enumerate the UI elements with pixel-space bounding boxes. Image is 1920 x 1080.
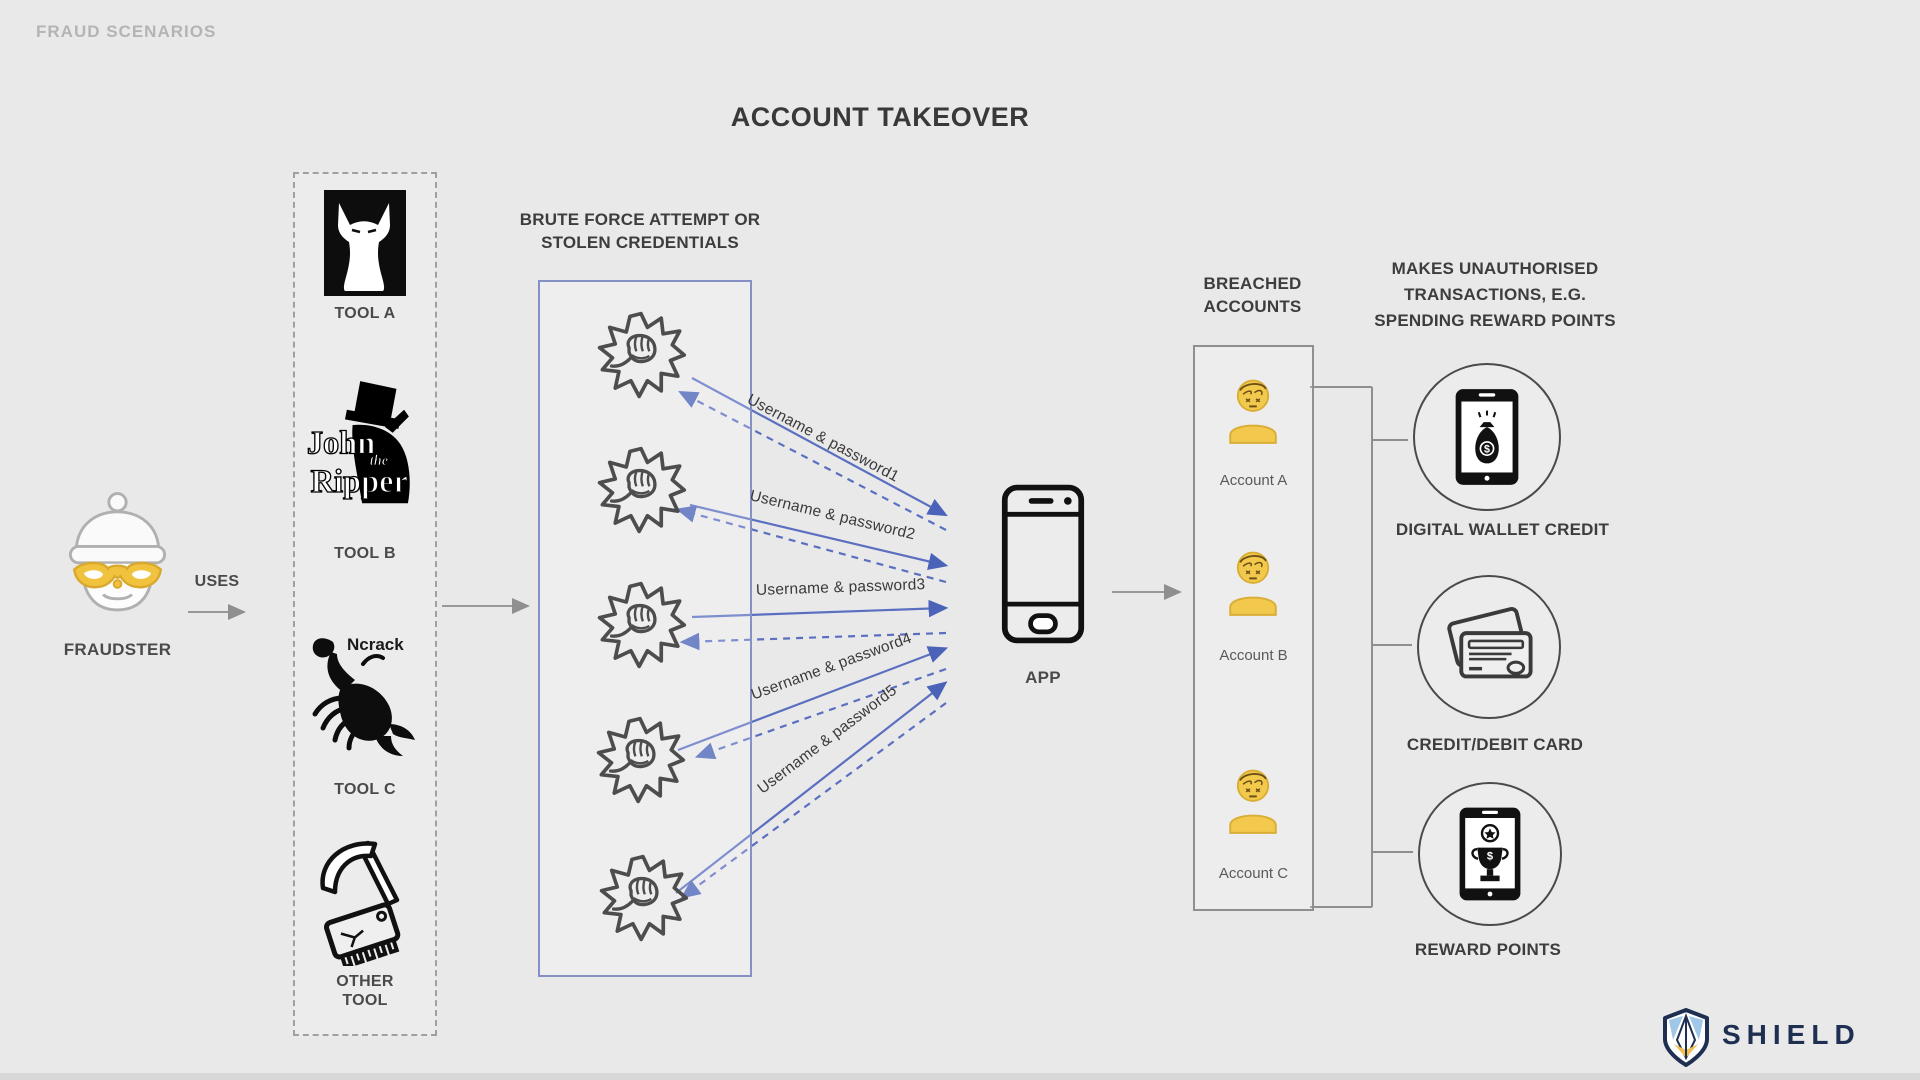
burst-fist-icon — [595, 309, 687, 401]
reward-points-circle: $ — [1418, 782, 1562, 926]
bottom-edge-strip — [0, 1073, 1920, 1080]
burst-fist-icon — [595, 444, 687, 536]
svg-text:Ncrack: Ncrack — [347, 635, 404, 654]
user-avatar-icon — [1215, 539, 1291, 633]
breached-heading-line2: ACCOUNTS — [1203, 297, 1302, 316]
svg-text:$: $ — [1487, 851, 1494, 863]
tool-c-label: TOOL C — [334, 781, 396, 798]
outcomes-heading-line2: TRANSACTIONS, E.G. — [1403, 285, 1587, 304]
account-b-label: Account B — [1219, 647, 1288, 664]
brand-name: SHIELD — [1722, 1019, 1861, 1050]
credit-cards-icon — [1447, 607, 1533, 679]
svg-text:John: John — [307, 426, 375, 462]
fraudster-label: FRAUDSTER — [63, 640, 172, 659]
reward-points-label: REWARD POINTS — [1414, 940, 1562, 959]
svg-text:Ripper: Ripper — [311, 464, 408, 500]
credit-card-label: CREDIT/DEBIT CARD — [1406, 735, 1584, 754]
smartphone-icon — [1001, 484, 1085, 644]
digital-wallet-circle: $ — [1413, 363, 1561, 511]
user-avatar-icon — [1215, 757, 1291, 851]
app-label: APP — [1025, 668, 1061, 687]
svg-text:the: the — [370, 453, 389, 469]
outcomes-heading-line1: MAKES UNAUTHORISED — [1391, 259, 1599, 278]
burst-fist-icon — [594, 714, 686, 806]
trophy-phone-icon: $ — [1459, 807, 1521, 901]
digital-wallet-label: DIGITAL WALLET CREDIT — [1395, 520, 1610, 539]
tool-b-label: TOOL B — [334, 545, 396, 562]
john-the-ripper-icon: John the Ripper — [306, 381, 410, 504]
tools-panel: TOOL A John the Ripper TOOL B Ncrack TOO… — [293, 172, 437, 1036]
ncrack-scorpion-icon: Ncrack — [312, 635, 415, 756]
burst-fist-icon — [597, 852, 689, 944]
burst-fist-icon — [595, 579, 687, 671]
page-title: ACCOUNT TAKEOVER — [730, 102, 1030, 132]
user-avatar-icon — [1215, 367, 1291, 461]
pickaxe-chip-icon — [320, 840, 401, 966]
outcomes-heading-line3: SPENDING REWARD POINTS — [1374, 311, 1616, 330]
tool-a-label: TOOL A — [334, 305, 396, 322]
brute-force-heading-line1: BRUTE FORCE ATTEMPT OR — [519, 210, 761, 229]
shield-logo-icon — [1663, 1008, 1709, 1067]
cat-silhouette-icon — [324, 190, 406, 296]
svg-text:$: $ — [1484, 444, 1490, 456]
uses-label: USES — [194, 573, 240, 590]
page-eyebrow: FRAUD SCENARIOS — [36, 22, 217, 41]
brute-force-heading-line2: STOLEN CREDENTIALS — [541, 233, 739, 252]
breached-accounts-panel: Account A Account B Account C — [1193, 345, 1314, 911]
credit-card-circle — [1417, 575, 1561, 719]
fraudster-icon — [68, 492, 167, 612]
wallet-phone-icon: $ — [1455, 389, 1519, 485]
account-a-label: Account A — [1219, 472, 1288, 489]
other-tool-label: OTHER TOOL — [336, 973, 394, 1009]
breached-heading-line1: BREACHED — [1203, 274, 1302, 293]
account-c-label: Account C — [1218, 865, 1289, 882]
